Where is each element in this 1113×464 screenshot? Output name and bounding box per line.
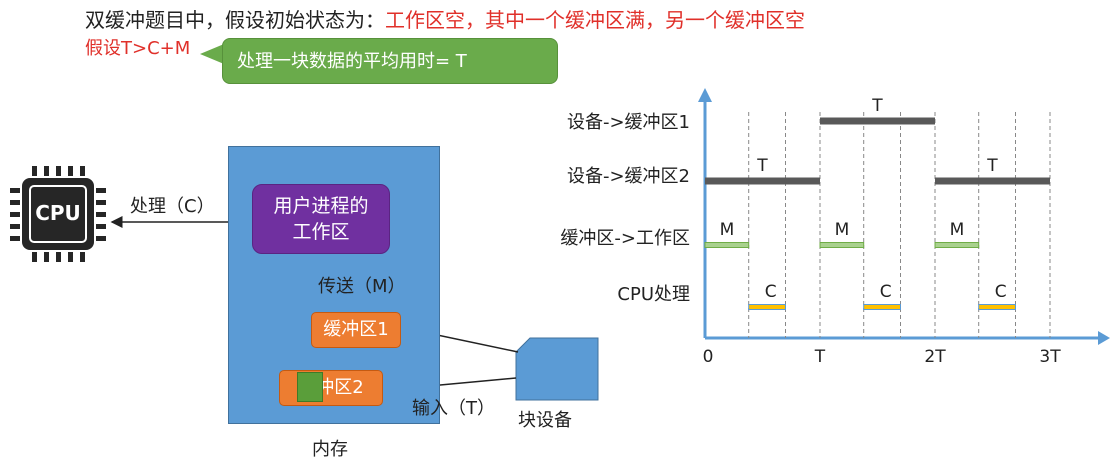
timeline-segment bbox=[705, 177, 820, 185]
timeline-segment bbox=[935, 177, 1050, 185]
x-axis-arrow-icon bbox=[1098, 331, 1110, 345]
row-label: CPU处理 bbox=[617, 284, 690, 305]
segment-label: T bbox=[871, 96, 883, 116]
x-tick-label: T bbox=[814, 347, 826, 367]
timeline-segment bbox=[934, 242, 980, 248]
data-block-marker bbox=[297, 372, 323, 402]
x-tick-label: 2T bbox=[924, 347, 946, 367]
buffer-1-box: 缓冲区1 bbox=[311, 312, 401, 348]
memory-label: 内存 bbox=[312, 439, 348, 460]
segment-label: T bbox=[986, 156, 998, 176]
header-black-text: 双缓冲题目中，假设初始状态为： bbox=[85, 8, 385, 32]
timeline-segment bbox=[748, 304, 787, 310]
y-axis-arrow-icon bbox=[698, 88, 712, 102]
x-tick-label: 3T bbox=[1039, 347, 1061, 367]
timeline-segment bbox=[978, 304, 1017, 310]
transfer-label: 传送（M） bbox=[318, 276, 406, 297]
cpu-chip-icon bbox=[10, 166, 106, 262]
header-line-2: 假设T>C+M bbox=[85, 38, 191, 59]
process-label: 处理（C） bbox=[130, 196, 215, 217]
segment-label: C bbox=[880, 282, 892, 302]
work-area-box: 用户进程的工作区 bbox=[252, 184, 390, 254]
x-tick-label: 0 bbox=[703, 347, 714, 367]
row-label: 缓冲区->工作区 bbox=[560, 228, 690, 249]
header-line-1: 双缓冲题目中，假设初始状态为：工作区空，其中一个缓冲区满，另一个缓冲区空 bbox=[85, 4, 805, 33]
segment-label: M bbox=[950, 220, 965, 240]
input-label: 输入（T） bbox=[412, 398, 495, 419]
callout-tail bbox=[200, 44, 224, 64]
timeline-segment bbox=[863, 304, 902, 310]
device-label: 块设备 bbox=[518, 410, 572, 431]
block-device-shape bbox=[515, 337, 599, 401]
header-red-text: 工作区空，其中一个缓冲区满，另一个缓冲区空 bbox=[385, 8, 805, 32]
segment-label: M bbox=[835, 220, 850, 240]
work-area-label: 用户进程的工作区 bbox=[273, 195, 369, 243]
timeline-segment bbox=[704, 242, 750, 248]
segment-label: M bbox=[720, 220, 735, 240]
row-label: 设备->缓冲区1 bbox=[567, 112, 690, 133]
segment-label: C bbox=[765, 282, 777, 302]
cpu-label: CPU bbox=[35, 201, 81, 225]
segment-label: C bbox=[995, 282, 1007, 302]
timeline-segment bbox=[820, 117, 935, 125]
segment-label: T bbox=[756, 156, 768, 176]
timeline-segment bbox=[819, 242, 865, 248]
callout-box: 处理一块数据的平均用时= T bbox=[222, 38, 558, 84]
row-label: 设备->缓冲区2 bbox=[567, 166, 690, 187]
